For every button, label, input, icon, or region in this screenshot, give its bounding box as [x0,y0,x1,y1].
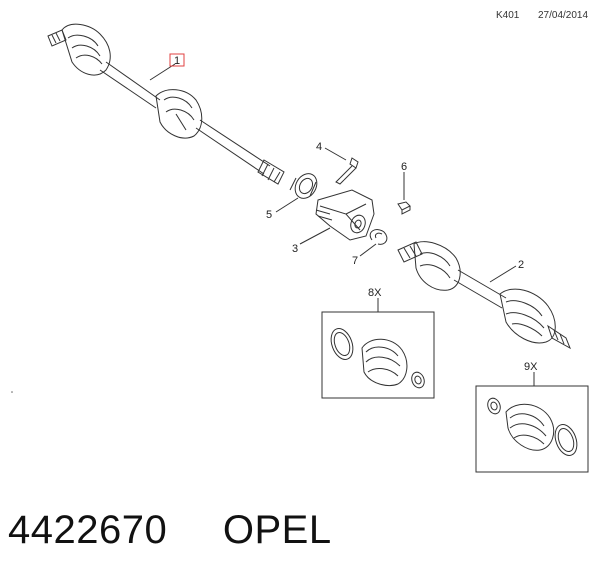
diagram-date: 27/04/2014 [538,10,589,21]
callout-6[interactable]: 6 [401,161,407,173]
support-bracket[interactable] [315,189,375,241]
part-number: 4422670 [8,508,168,552]
bolt[interactable] [335,157,359,185]
diagram-code: K401 [496,10,520,21]
leader-lines [149,63,535,386]
boot-kit-8x[interactable] [321,311,435,399]
callout-1[interactable]: 1 [174,55,180,67]
brand-name: OPEL [222,508,332,552]
callout-3[interactable]: 3 [292,243,298,255]
boot-kit-9x[interactable] [475,385,589,473]
drive-shaft-upper[interactable] [47,23,285,185]
callout-8x[interactable]: 8X [368,287,382,299]
stray-dot [11,391,13,393]
footer-caption: 4422670 OPEL [8,508,332,553]
callout-5[interactable]: 5 [266,209,272,221]
callout-9x[interactable]: 9X [524,361,538,373]
callout-2[interactable]: 2 [518,259,524,271]
circlip[interactable] [369,229,388,245]
nut[interactable] [397,201,411,215]
callout-7[interactable]: 7 [352,255,358,267]
callout-1-highlight [169,53,185,67]
bearing[interactable] [289,170,321,203]
callout-4[interactable]: 4 [316,141,322,153]
drive-shaft-lower[interactable] [397,241,571,350]
